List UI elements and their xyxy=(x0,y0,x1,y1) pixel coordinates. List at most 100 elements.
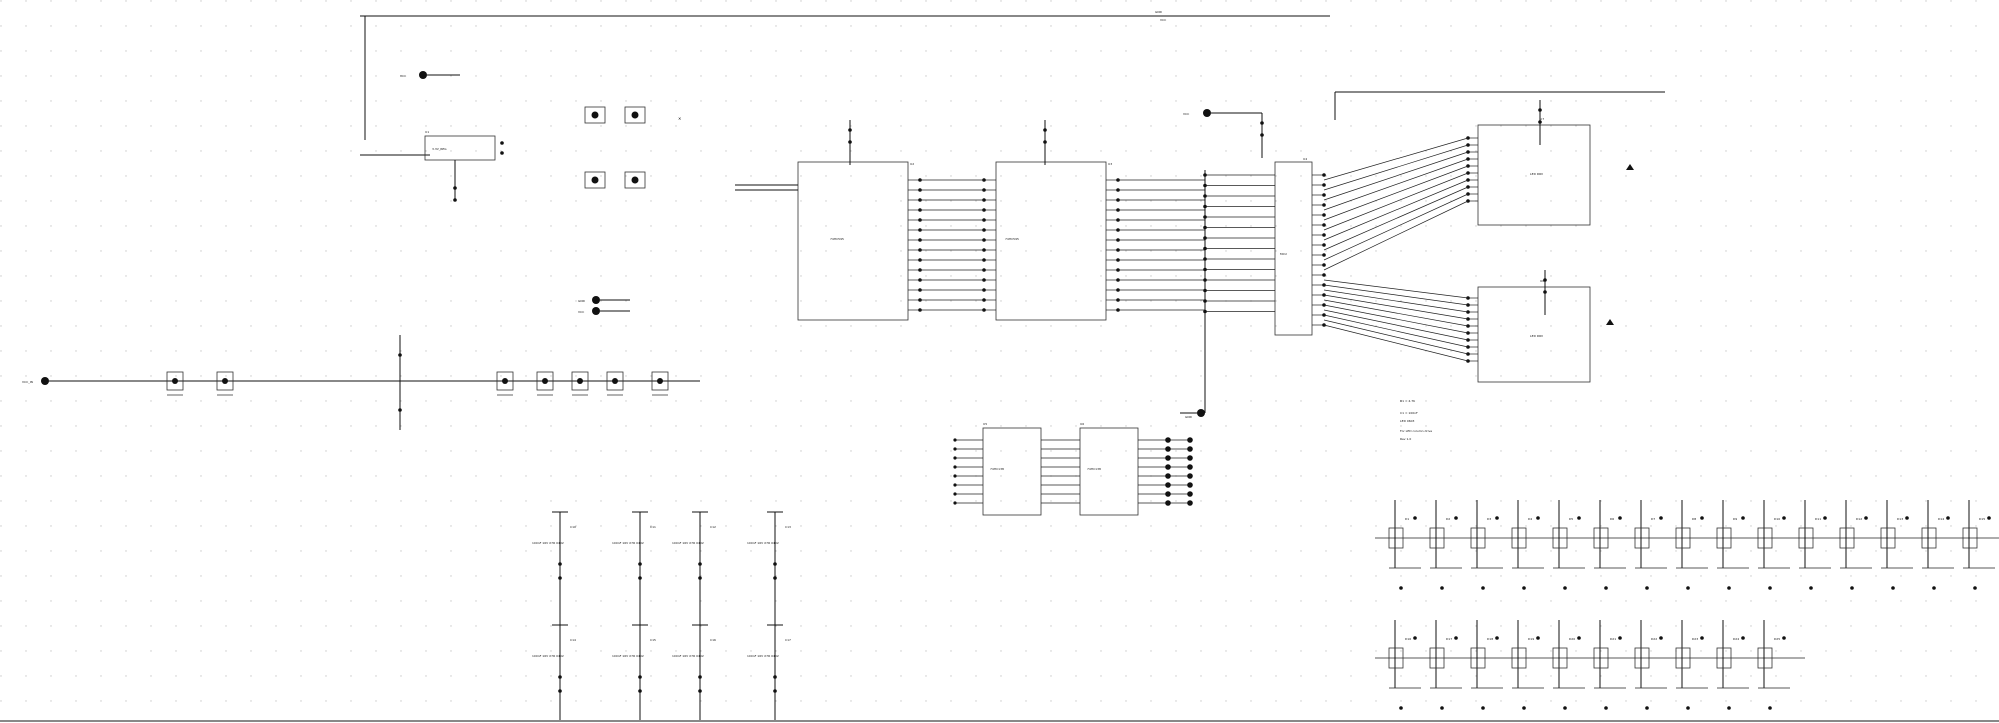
led-ref: D4 xyxy=(1528,517,1532,521)
capacitor-dot xyxy=(773,576,777,580)
led-module-dot xyxy=(172,378,178,384)
led-ref: D11 xyxy=(1815,517,1821,521)
pin-dot xyxy=(1165,464,1171,470)
pin-dot xyxy=(1322,173,1326,177)
pin-dot xyxy=(1187,446,1193,452)
led-ref: D15 xyxy=(1979,517,1985,521)
led: D15 xyxy=(1962,500,1995,590)
led-module-dot xyxy=(612,378,618,384)
svg-text:Rev 1.0: Rev 1.0 xyxy=(1400,437,1411,441)
svg-text:U7: U7 xyxy=(1540,117,1544,121)
svg-text:GND: GND xyxy=(578,299,586,303)
led-module-body xyxy=(536,371,554,391)
led-body xyxy=(1716,647,1732,669)
capacitor-dot xyxy=(558,675,562,679)
led-dot xyxy=(1700,516,1704,520)
led-dot xyxy=(1700,636,1704,640)
capacitor-value: 100nF 16V X7R 0402 xyxy=(612,654,644,658)
ic-u8[interactable] xyxy=(1477,286,1591,383)
led-dot xyxy=(1850,586,1854,590)
led-module-dot xyxy=(542,378,548,384)
port-vcc-mid[interactable]: VCC xyxy=(1183,109,1262,117)
led-dot xyxy=(1727,706,1731,710)
svg-text:U4: U4 xyxy=(1303,157,1307,161)
pin-dot xyxy=(1322,203,1326,207)
ic-u6[interactable] xyxy=(1079,427,1139,516)
pin-dot xyxy=(1187,473,1193,479)
led-ref: D2 xyxy=(1446,517,1450,521)
pin-dot xyxy=(953,501,957,505)
top-power-bus[interactable]: GND VCC xyxy=(360,10,1665,156)
capacitor-dot xyxy=(698,576,702,580)
capacitor-dot xyxy=(698,562,702,566)
pin-dot xyxy=(1165,500,1171,506)
voltage-regulator[interactable]: U1 3.3V_REG xyxy=(424,130,504,202)
led-ref: D19 xyxy=(1528,637,1534,641)
svg-text:VCC: VCC xyxy=(1183,112,1189,116)
led-ref: D24 xyxy=(1733,637,1739,641)
pin-dot xyxy=(1043,128,1047,132)
svg-text:VCC: VCC xyxy=(578,310,584,314)
led-body xyxy=(1675,647,1691,669)
pin-dot xyxy=(1322,243,1326,247)
bus-wire xyxy=(1323,151,1469,201)
led-body xyxy=(1798,527,1814,549)
port-gnd-left[interactable]: GND xyxy=(578,296,630,304)
led-dot xyxy=(1645,706,1649,710)
pin-dot xyxy=(953,465,957,469)
led-dot xyxy=(1440,706,1444,710)
pin-dot xyxy=(1322,273,1326,277)
port-vcc-top[interactable]: VCC xyxy=(400,71,460,79)
port-vcc-in[interactable]: VCC_IN xyxy=(22,377,165,385)
bus-wire xyxy=(1323,137,1469,181)
led: D13 xyxy=(1880,500,1913,590)
capacitor-ref: C11 xyxy=(650,525,656,529)
pin-dot xyxy=(1165,473,1171,479)
port-gnd-bottom[interactable]: GND xyxy=(1180,409,1205,419)
led-dot xyxy=(1604,586,1608,590)
pin-dot xyxy=(1322,193,1326,197)
ic-u3[interactable] xyxy=(995,161,1107,321)
svg-text:MCU: MCU xyxy=(1280,252,1287,256)
led: D4 xyxy=(1511,500,1544,590)
led-ref: D5 xyxy=(1569,517,1573,521)
led: D19 xyxy=(1511,620,1544,710)
capacitor-dot xyxy=(698,689,702,693)
bus-wire xyxy=(1323,200,1469,271)
pin-dot xyxy=(1165,482,1171,488)
pin-dot xyxy=(953,447,957,451)
svg-text:VCC: VCC xyxy=(400,74,406,78)
led-body xyxy=(1552,527,1568,549)
led-dot xyxy=(1987,516,1991,520)
led-dot xyxy=(1577,636,1581,640)
led-dot xyxy=(1413,516,1417,520)
capacitor-ref: C16 xyxy=(710,638,716,642)
led-dot xyxy=(1782,516,1786,520)
led-dot xyxy=(1522,706,1526,710)
led-dot xyxy=(1741,636,1745,640)
ic-u7[interactable] xyxy=(1477,124,1591,226)
svg-text:U6: U6 xyxy=(1080,422,1084,426)
led-cluster-dot xyxy=(591,111,599,119)
led-body xyxy=(1470,527,1486,549)
ic-u5[interactable] xyxy=(982,427,1042,516)
ic-block-area[interactable]: U2 74HC595 U3 74HC595 U4 MCU U7 LED DRV … xyxy=(735,100,1634,516)
port-vcc-left[interactable]: VCC xyxy=(578,307,630,315)
bus-wire xyxy=(1323,294,1469,320)
led: D1 xyxy=(1388,500,1421,590)
led-body xyxy=(1511,527,1527,549)
led-chain[interactable]: ✕ xyxy=(165,106,700,430)
ic-u2[interactable] xyxy=(797,161,909,321)
pin-dot xyxy=(1260,133,1264,137)
bus-wire xyxy=(1323,284,1469,306)
led-dot xyxy=(1399,586,1403,590)
led-ref: D20 xyxy=(1569,637,1575,641)
led-module xyxy=(536,371,554,396)
